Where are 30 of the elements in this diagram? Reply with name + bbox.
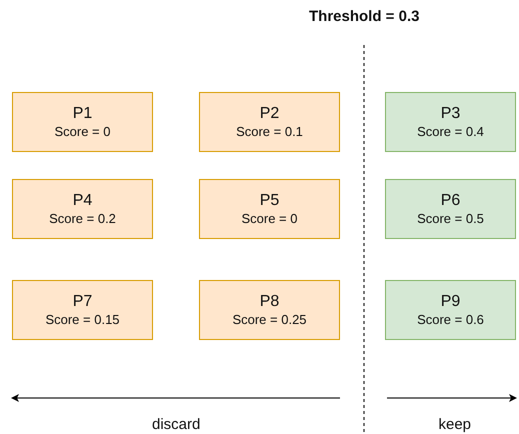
process-box [199,179,340,239]
node-title: P3 [440,104,460,123]
score-text: Score = 0.5 [417,210,484,227]
node-title: P9 [440,292,460,311]
process-box [199,280,340,340]
node-title: P7 [72,292,92,311]
score-text: Score = 0.1 [236,123,303,140]
score-text: Score = 0.25 [232,311,307,328]
threshold-label: Threshold = 0.3 [309,8,420,25]
score-text: Score = 0.2 [49,210,116,227]
node-title: P5 [260,191,280,210]
score-text: Score = 0 [54,123,110,140]
process-box [385,92,516,152]
process-box [12,280,153,340]
node-title: P2 [260,104,280,123]
node-title: P1 [72,104,92,123]
process-box [385,280,516,340]
node-title: P4 [72,191,92,210]
process-box [12,92,153,152]
direction-label: keep [438,416,472,433]
process-box [385,179,516,239]
score-text: Score = 0.6 [417,311,484,328]
score-text: Score = 0.15 [45,311,120,328]
node-title: P6 [440,191,460,210]
process-box [12,179,153,239]
node-title: P8 [260,292,280,311]
direction-label: discard [152,416,200,433]
process-box [199,92,340,152]
score-text: Score = 0.4 [417,123,484,140]
score-text: Score = 0 [241,210,298,227]
